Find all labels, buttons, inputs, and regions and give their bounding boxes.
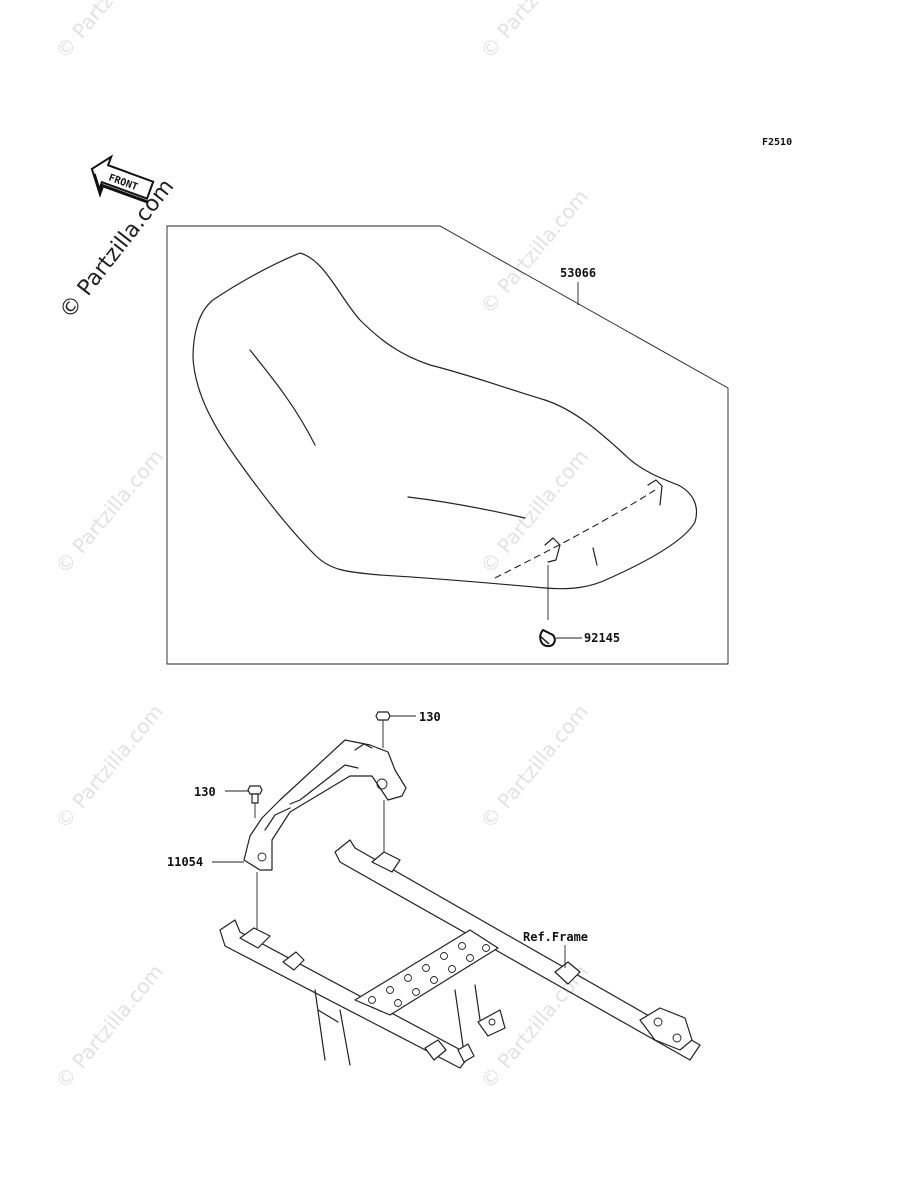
watermark-tile: © Partzilla.com <box>50 445 168 579</box>
seat-bracket-drawing <box>243 739 407 871</box>
watermark-main: © Partzilla.com <box>55 175 179 324</box>
watermark-tile: © Partzilla.com <box>475 0 593 63</box>
figure-code: F2510 <box>762 137 792 148</box>
watermark-tile: © Partzilla.com <box>50 0 168 63</box>
part-label-seat: 53066 <box>560 266 596 280</box>
part-label-bolt-left: 130 <box>194 785 216 799</box>
frame-drawing <box>219 839 701 1069</box>
watermark-tile: © Partzilla.com <box>475 960 593 1094</box>
seat-group-box <box>166 225 729 665</box>
clip-icon <box>539 628 556 648</box>
watermark-tile: © Partzilla.com <box>50 960 168 1094</box>
bolt-icon <box>225 785 263 818</box>
bolt-icon <box>375 711 416 748</box>
part-label-bolt-right: 130 <box>419 710 441 724</box>
part-label-clip: 92145 <box>584 631 620 645</box>
part-label-bracket: 11054 <box>167 855 203 869</box>
watermark-tile: © Partzilla.com <box>475 700 593 834</box>
seat-drawing <box>192 252 698 620</box>
front-arrow-icon: FRONT <box>90 154 155 204</box>
watermark-tiles: © Partzilla.com © Partzilla.com © Partzi… <box>50 0 593 1093</box>
watermark-tile: © Partzilla.com <box>475 185 593 319</box>
part-label-frame-ref: Ref.Frame <box>523 930 588 944</box>
watermark-tile: © Partzilla.com <box>50 700 168 834</box>
